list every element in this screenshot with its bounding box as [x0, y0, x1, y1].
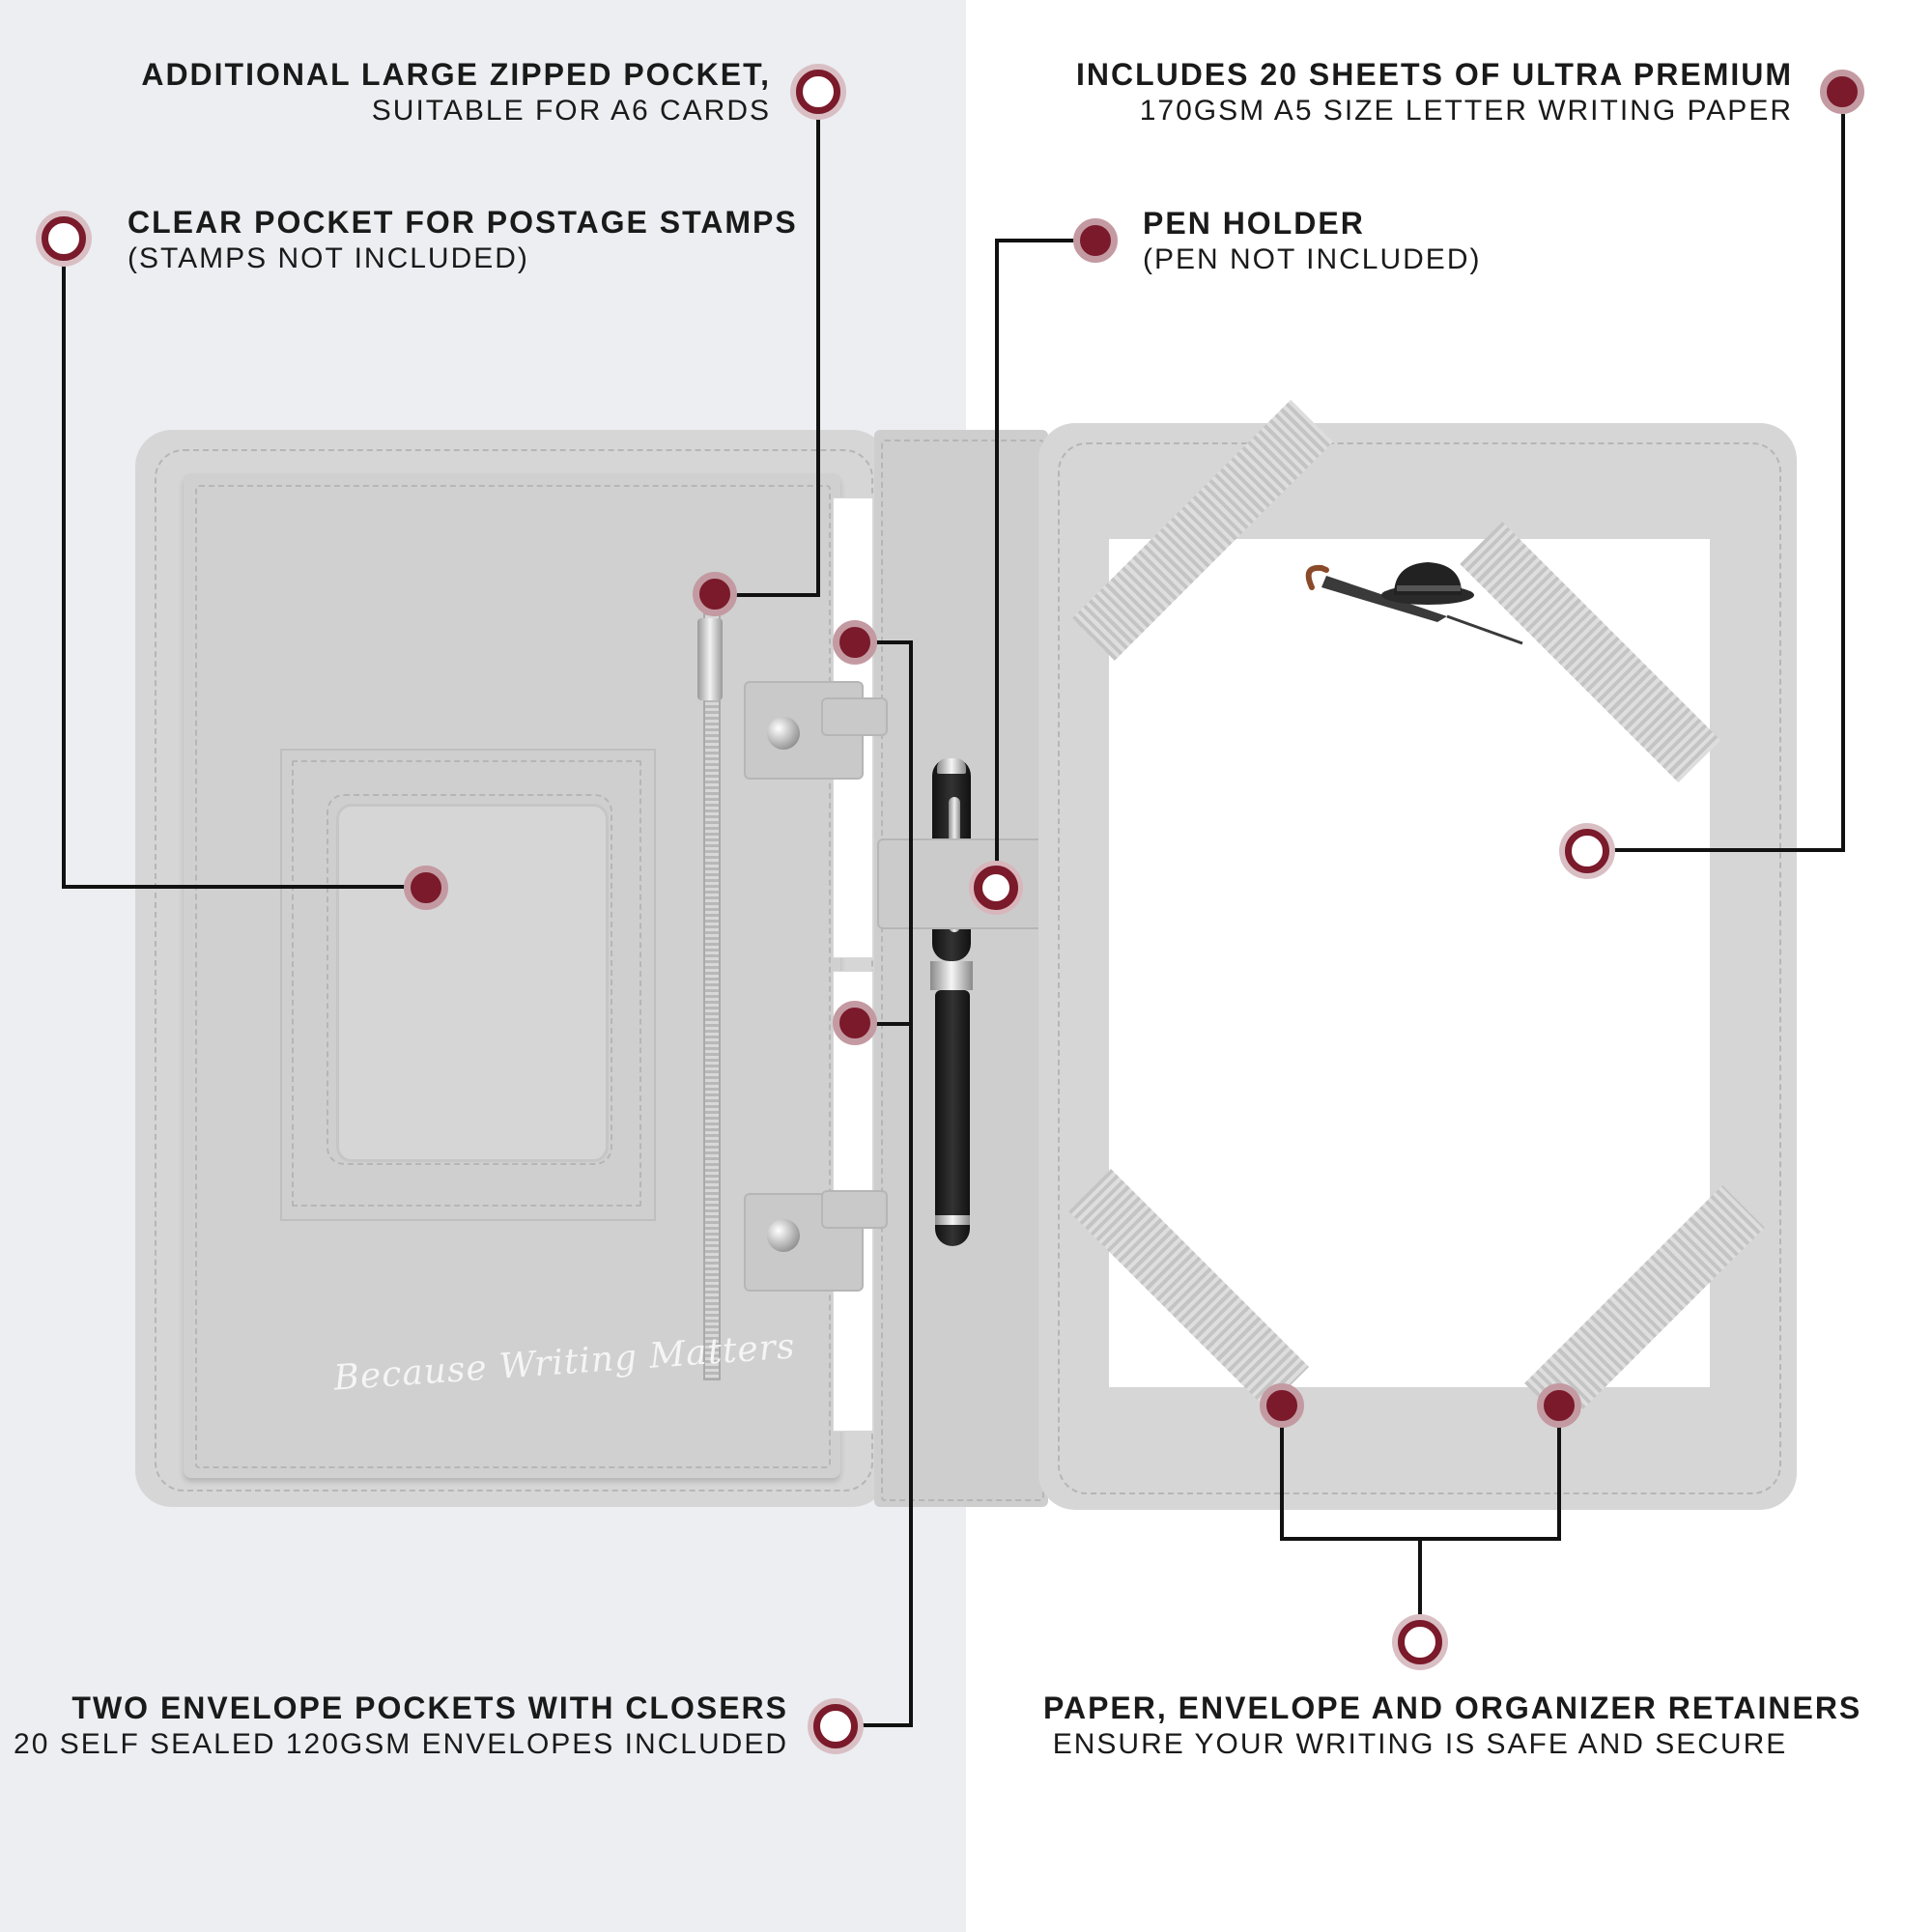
hat-umbrella-illustration	[1305, 562, 1523, 645]
pen-cap-top	[937, 758, 966, 774]
callout-dot-paper	[1820, 70, 1864, 114]
leader-pen-holder-v	[995, 239, 999, 886]
marker-retainer-left	[1260, 1383, 1304, 1428]
annotation-zipped-pocket: ADDITIONAL LARGE ZIPPED POCKET, SUITABLE…	[141, 56, 771, 129]
pen-center-band	[930, 961, 973, 990]
lower-closer-band	[821, 1190, 888, 1229]
annotation-envelope-pockets-subtitle: 20 SELF SEALED 120GSM ENVELOPES INCLUDED	[14, 1728, 788, 1760]
annotation-retainers-subtitle: ENSURE YOUR WRITING IS SAFE AND SECURE	[1052, 1728, 1788, 1760]
annotation-stamps-pocket-subtitle: (STAMPS NOT INCLUDED)	[128, 242, 529, 274]
stamp-window-stitching	[327, 794, 612, 1165]
marker-paper	[1565, 829, 1609, 873]
callout-dot-retainers	[1398, 1620, 1442, 1664]
leader-stamps-pocket-h	[62, 885, 410, 889]
leader-paper-h	[1607, 848, 1845, 852]
leader-envelopes-v	[909, 640, 913, 1727]
annotation-paper: INCLUDES 20 SHEETS OF ULTRA PREMIUM 170G…	[1076, 56, 1793, 129]
callout-dot-stamps-pocket	[42, 216, 86, 261]
pen-holder-loop	[877, 838, 1045, 929]
leader-retainers-v	[1418, 1537, 1422, 1643]
annotation-zipped-pocket-subtitle: SUITABLE FOR A6 CARDS	[371, 95, 771, 127]
annotation-stamps-pocket: CLEAR POCKET FOR POSTAGE STAMPS (STAMPS …	[128, 204, 798, 277]
leader-pen-holder	[995, 239, 1092, 242]
marker-retainer-right	[1537, 1383, 1581, 1428]
leader-stamps-pocket	[62, 261, 66, 889]
marker-envelope-pocket-lower	[833, 1001, 877, 1045]
marker-stamps-pocket	[404, 866, 448, 910]
leader-paper	[1841, 114, 1845, 852]
lower-closer-snap	[767, 1219, 800, 1252]
zipper	[703, 599, 721, 1380]
annotation-retainers: PAPER, ENVELOPE AND ORGANIZER RETAINERS …	[1043, 1690, 1862, 1763]
annotation-envelope-pockets: TWO ENVELOPE POCKETS WITH CLOSERS 20 SEL…	[14, 1690, 788, 1763]
leader-zipped-pocket	[816, 114, 820, 597]
leader-envelopes-mid	[874, 1022, 913, 1026]
leader-retainers-right	[1557, 1406, 1561, 1541]
callout-dot-envelope-pockets	[813, 1704, 858, 1748]
annotation-paper-subtitle: 170GSM A5 SIZE LETTER WRITING PAPER	[1139, 95, 1793, 127]
annotation-pen-holder-subtitle: (PEN NOT INCLUDED)	[1143, 243, 1482, 275]
callout-dot-zipped-pocket	[796, 70, 840, 114]
zipped-pocket-stitching	[195, 485, 831, 1468]
annotation-pen-holder: PEN HOLDER (PEN NOT INCLUDED)	[1143, 205, 1481, 278]
left-cover-stitching	[155, 449, 873, 1492]
stamp-pocket-stitching	[292, 760, 641, 1207]
annotation-paper-title: INCLUDES 20 SHEETS OF ULTRA PREMIUM	[1075, 57, 1793, 92]
annotation-retainers-title: PAPER, ENVELOPE AND ORGANIZER RETAINERS	[1043, 1690, 1862, 1725]
marker-pen-holder	[974, 866, 1018, 910]
annotation-envelope-pockets-title: TWO ENVELOPE POCKETS WITH CLOSERS	[71, 1690, 788, 1725]
pen-barrel	[935, 990, 970, 1246]
upper-closer-snap	[767, 717, 800, 750]
annotation-pen-holder-title: PEN HOLDER	[1143, 206, 1365, 241]
callout-dot-pen-holder	[1073, 218, 1118, 263]
annotation-stamps-pocket-title: CLEAR POCKET FOR POSTAGE STAMPS	[128, 205, 798, 240]
leader-retainers-left	[1280, 1406, 1284, 1541]
annotation-zipped-pocket-title: ADDITIONAL LARGE ZIPPED POCKET,	[141, 57, 771, 92]
pen-barrel-ring	[935, 1215, 970, 1225]
upper-closer-band	[821, 697, 888, 736]
leader-envelopes-h	[860, 1723, 913, 1727]
leader-envelopes-top	[874, 640, 913, 644]
marker-zipped-pocket	[693, 572, 737, 616]
zipper-pull	[697, 618, 723, 700]
stamp-clear-window	[336, 804, 609, 1162]
marker-envelope-pocket-upper	[833, 620, 877, 665]
leader-zipped-pocket-h	[715, 593, 820, 597]
right-cover-stitching	[1058, 442, 1781, 1494]
